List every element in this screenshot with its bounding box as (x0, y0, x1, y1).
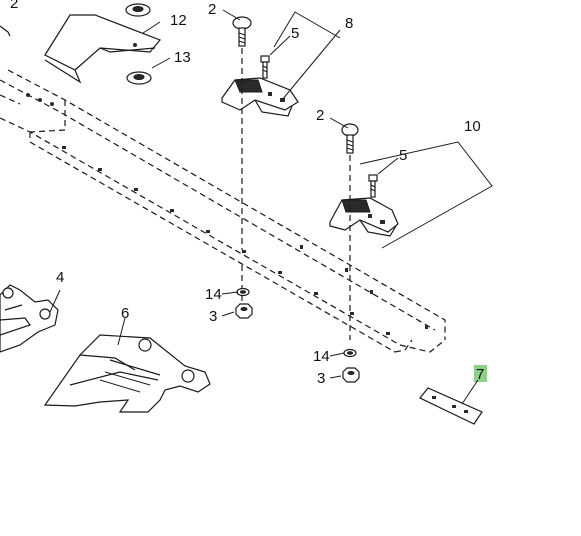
callout-2-upper: 2 (208, 1, 216, 18)
callout-5-upper: 5 (291, 25, 299, 42)
part-3-nut-lower (342, 367, 360, 383)
part-4-knife-section (0, 284, 59, 353)
bolt-5-lower (368, 174, 378, 198)
callout-8: 8 (345, 15, 353, 32)
part-8-clip (221, 77, 299, 117)
callout-6: 6 (121, 305, 129, 322)
callout-13: 13 (174, 49, 191, 66)
leader-lines (49, 9, 493, 405)
part-13-washer (125, 3, 152, 85)
callout-4: 4 (56, 269, 64, 286)
callout-14-upper: 14 (205, 286, 222, 303)
part-14-washer-lower (343, 348, 357, 358)
bolt-2-lower (341, 123, 359, 154)
part-14-washer-upper (236, 287, 250, 297)
callout-2-topleft: 2 (10, 0, 18, 12)
part-3-nut-upper (235, 303, 253, 319)
part-10-clip (329, 197, 399, 237)
cutter-bar (0, 69, 446, 353)
callout-5-lower: 5 (399, 147, 407, 164)
bar-holes (26, 93, 428, 335)
callout-12: 12 (170, 12, 187, 29)
callout-7: 7 (476, 366, 484, 383)
part-12-shield (0, 14, 161, 84)
callout-labels: 2 12 13 2 5 8 2 5 10 4 6 14 3 14 3 7 (10, 0, 484, 387)
callout-3-lower: 3 (317, 370, 325, 387)
bolt-2-upper (232, 16, 252, 47)
callout-2-lower: 2 (316, 107, 324, 124)
callout-10: 10 (464, 118, 481, 135)
bolt-5-upper (260, 55, 270, 79)
part-6-guard (43, 334, 211, 413)
part-7-plate (419, 387, 483, 425)
callout-14-lower: 14 (313, 348, 330, 365)
callout-3-upper: 3 (209, 308, 217, 325)
callout-7-highlight (474, 365, 487, 382)
